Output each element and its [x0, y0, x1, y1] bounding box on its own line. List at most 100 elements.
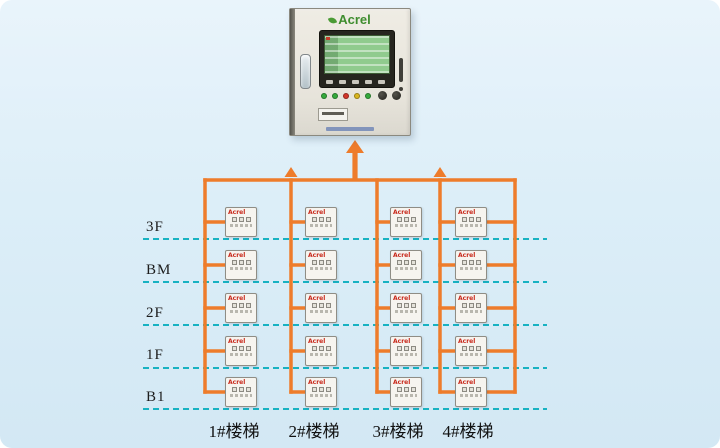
- device-terminal-strip: [230, 224, 252, 227]
- status-led: [343, 93, 349, 99]
- fire-door-monitor-device: Acrel: [225, 336, 257, 366]
- control-knobs: [378, 91, 401, 100]
- fire-door-monitor-device: Acrel: [305, 207, 337, 237]
- device-brand-label: Acrel: [458, 252, 476, 259]
- device-brand-label: Acrel: [308, 338, 326, 345]
- device-indicators: [393, 217, 419, 222]
- acrel-leaf-icon: [328, 15, 338, 26]
- fire-door-monitor-device: Acrel: [390, 377, 422, 407]
- device-brand-label: Acrel: [458, 209, 476, 216]
- function-key[interactable]: [352, 80, 359, 84]
- device-indicators: [458, 387, 484, 392]
- stair-label-4: 4#楼梯: [442, 422, 494, 441]
- fire-door-monitor-device: Acrel: [305, 377, 337, 407]
- fire-door-monitor-device: Acrel: [455, 336, 487, 366]
- device-brand-label: Acrel: [458, 379, 476, 386]
- fire-door-monitor-device: Acrel: [455, 207, 487, 237]
- printer-slot: [318, 108, 348, 121]
- device-terminal-strip: [460, 353, 482, 356]
- device-terminal-strip: [310, 310, 332, 313]
- floor-label-bm: BM: [146, 262, 172, 278]
- device-terminal-strip: [310, 394, 332, 397]
- fire-door-monitor-device: Acrel: [390, 293, 422, 323]
- device-terminal-strip: [395, 267, 417, 270]
- cabinet-brand: Acrel: [290, 12, 410, 27]
- floor-label-3f: 3F: [146, 219, 164, 235]
- function-key[interactable]: [339, 80, 346, 84]
- stair-label-3: 3#楼梯: [372, 422, 424, 441]
- device-brand-label: Acrel: [228, 252, 246, 259]
- device-indicators: [393, 387, 419, 392]
- cabinet-lcd-display: [324, 35, 390, 74]
- main-arrow-head: [346, 140, 364, 153]
- device-brand-label: Acrel: [458, 295, 476, 302]
- device-indicators: [393, 346, 419, 351]
- level-indicator-tube: [300, 54, 311, 89]
- riser-arrow-head: [284, 167, 298, 177]
- device-terminal-strip: [460, 310, 482, 313]
- device-brand-label: Acrel: [393, 252, 411, 259]
- cabinet-side-panel: [290, 9, 295, 135]
- fire-door-monitor-device: Acrel: [225, 207, 257, 237]
- fire-door-monitor-device: Acrel: [390, 336, 422, 366]
- device-indicators: [308, 303, 334, 308]
- device-terminal-strip: [230, 394, 252, 397]
- device-brand-label: Acrel: [393, 379, 411, 386]
- device-indicators: [228, 217, 254, 222]
- floor-label-b1: B1: [146, 389, 166, 405]
- up-arrows: [284, 140, 447, 181]
- device-terminal-strip: [460, 267, 482, 270]
- device-indicators: [228, 346, 254, 351]
- device-terminal-strip: [230, 353, 252, 356]
- main-arrow-shaft: [352, 151, 358, 181]
- slot-opening: [322, 112, 344, 115]
- fire-door-monitor-device: Acrel: [305, 250, 337, 280]
- device-indicators: [308, 260, 334, 265]
- device-terminal-strip: [395, 310, 417, 313]
- device-brand-label: Acrel: [308, 252, 326, 259]
- device-indicators: [228, 387, 254, 392]
- status-led: [365, 93, 371, 99]
- device-brand-label: Acrel: [393, 209, 411, 216]
- floor-label-2f: 2F: [146, 305, 164, 321]
- device-brand-label: Acrel: [458, 338, 476, 345]
- fire-door-monitor-device: Acrel: [390, 207, 422, 237]
- function-key[interactable]: [326, 80, 333, 84]
- device-brand-label: Acrel: [228, 295, 246, 302]
- fire-door-monitor-device: Acrel: [390, 250, 422, 280]
- cabinet-screen-bezel: [319, 30, 395, 88]
- device-terminal-strip: [395, 224, 417, 227]
- device-terminal-strip: [460, 224, 482, 227]
- function-key[interactable]: [365, 80, 372, 84]
- stair-label-2: 2#楼梯: [288, 422, 340, 441]
- fire-door-monitor-device: Acrel: [455, 293, 487, 323]
- device-indicators: [393, 260, 419, 265]
- device-indicators: [228, 260, 254, 265]
- fire-door-monitor-device: Acrel: [455, 250, 487, 280]
- riser-arrow-head: [433, 167, 447, 177]
- device-terminal-strip: [230, 267, 252, 270]
- device-terminal-strip: [310, 353, 332, 356]
- monitor-cabinet: Acrel: [289, 8, 411, 136]
- device-brand-label: Acrel: [393, 295, 411, 302]
- cabinet-brand-label: Acrel: [338, 12, 371, 27]
- device-terminal-strip: [310, 224, 332, 227]
- fire-door-monitor-device: Acrel: [225, 293, 257, 323]
- device-indicators: [458, 217, 484, 222]
- cabinet-caption-text: [326, 127, 374, 131]
- device-terminal-strip: [395, 353, 417, 356]
- stair-label-1: 1#楼梯: [208, 422, 260, 441]
- floor-dash-lines: [143, 238, 547, 410]
- lcd-status-pixel: [326, 37, 330, 40]
- device-indicators: [308, 346, 334, 351]
- function-key[interactable]: [378, 80, 385, 84]
- device-brand-label: Acrel: [228, 209, 246, 216]
- fire-door-monitor-device: Acrel: [305, 293, 337, 323]
- control-knob[interactable]: [378, 91, 387, 100]
- door-handle[interactable]: [399, 58, 403, 82]
- fire-door-monitor-device: Acrel: [225, 377, 257, 407]
- device-brand-label: Acrel: [308, 295, 326, 302]
- control-knob[interactable]: [392, 91, 401, 100]
- device-terminal-strip: [230, 310, 252, 313]
